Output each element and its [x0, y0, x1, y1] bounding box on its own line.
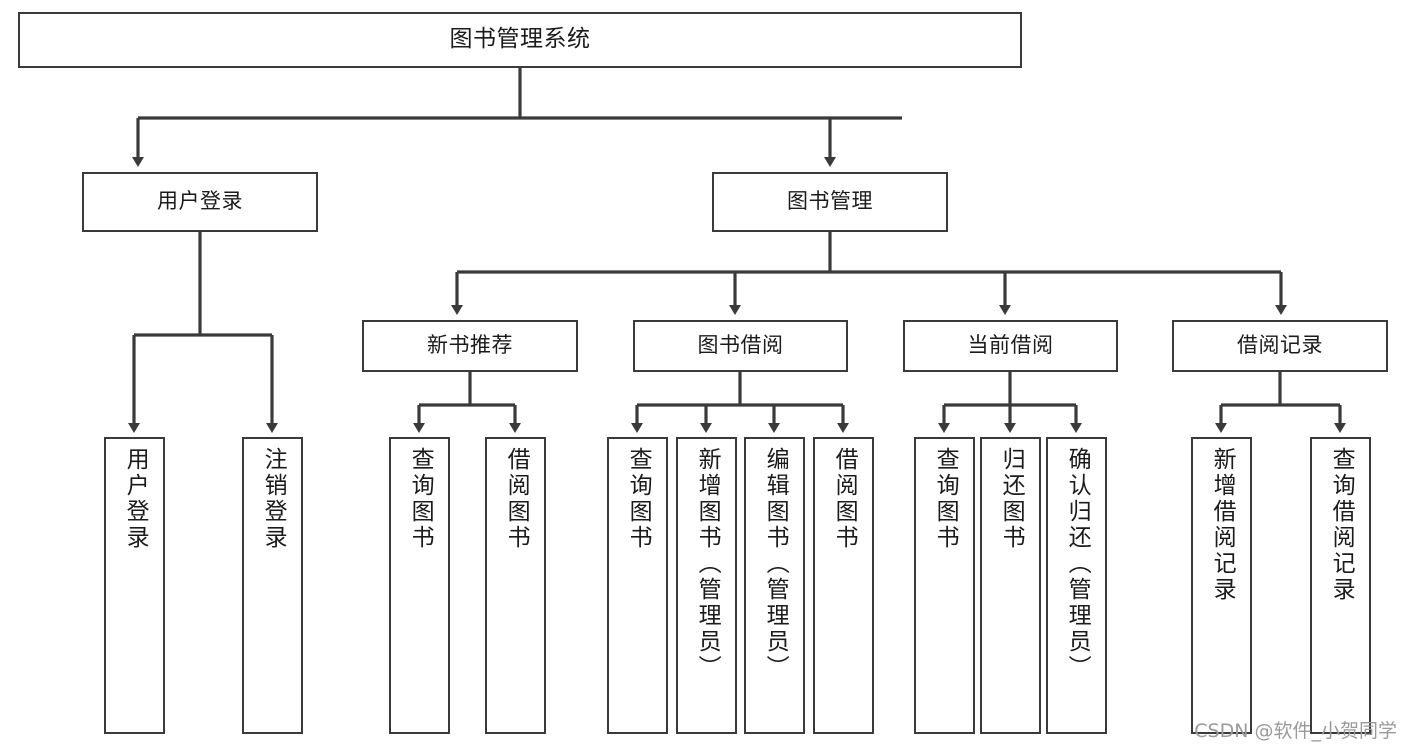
node-label: 用户登录 [122, 447, 149, 551]
node-borrow-record[interactable]: 借阅记录 [1172, 320, 1388, 372]
node-book-manage[interactable]: 图书管理 [712, 172, 948, 232]
node-label: 查询图书 [625, 447, 652, 551]
node-leaf-user-login[interactable]: 用户登录 [104, 437, 165, 734]
node-label: 编辑图书（管理员） [762, 447, 789, 681]
node-leaf-query-book-3[interactable]: 查询图书 [914, 437, 975, 734]
node-leaf-add-record[interactable]: 新增借阅记录 [1191, 437, 1252, 734]
node-root-book-management-system[interactable]: 图书管理系统 [18, 12, 1022, 68]
node-leaf-user-logout[interactable]: 注销登录 [242, 437, 303, 734]
node-leaf-query-book-1[interactable]: 查询图书 [389, 437, 450, 734]
node-label: 借阅图书 [831, 447, 858, 551]
node-label: 用户登录 [157, 189, 243, 214]
node-label: 图书借阅 [697, 333, 784, 358]
node-label: 确认归还（管理员） [1064, 447, 1091, 681]
node-label: 借阅记录 [1237, 333, 1323, 358]
node-leaf-borrow-book-2[interactable]: 借阅图书 [813, 437, 874, 734]
node-new-book-recommend[interactable]: 新书推荐 [362, 320, 578, 372]
node-label: 新增借阅记录 [1209, 447, 1236, 603]
node-label: 当前借阅 [967, 333, 1054, 358]
node-book-borrow[interactable]: 图书借阅 [633, 320, 848, 372]
node-label: 查询图书 [407, 447, 434, 551]
node-leaf-borrow-book-1[interactable]: 借阅图书 [485, 437, 546, 734]
node-label: 归还图书 [998, 447, 1025, 551]
node-user-login[interactable]: 用户登录 [82, 172, 318, 232]
node-label: 查询借阅记录 [1328, 447, 1355, 603]
node-label: 注销登录 [260, 447, 287, 551]
node-label: 图书管理 [787, 189, 873, 214]
node-label: 新增图书（管理员） [694, 447, 721, 681]
node-label: 图书管理系统 [449, 26, 591, 53]
node-leaf-edit-book[interactable]: 编辑图书（管理员） [744, 437, 805, 734]
node-leaf-query-record[interactable]: 查询借阅记录 [1310, 437, 1371, 734]
node-current-borrow[interactable]: 当前借阅 [903, 320, 1118, 372]
node-label: 借阅图书 [503, 447, 530, 551]
node-leaf-confirm-return[interactable]: 确认归还（管理员） [1046, 437, 1107, 734]
node-leaf-query-book-2[interactable]: 查询图书 [607, 437, 668, 734]
node-leaf-return-book[interactable]: 归还图书 [980, 437, 1041, 734]
node-label: 查询图书 [932, 447, 959, 551]
node-label: 新书推荐 [427, 333, 513, 358]
csdn-watermark: CSDN @软件_小贺同学 [1194, 720, 1397, 742]
node-leaf-add-book[interactable]: 新增图书（管理员） [676, 437, 737, 734]
